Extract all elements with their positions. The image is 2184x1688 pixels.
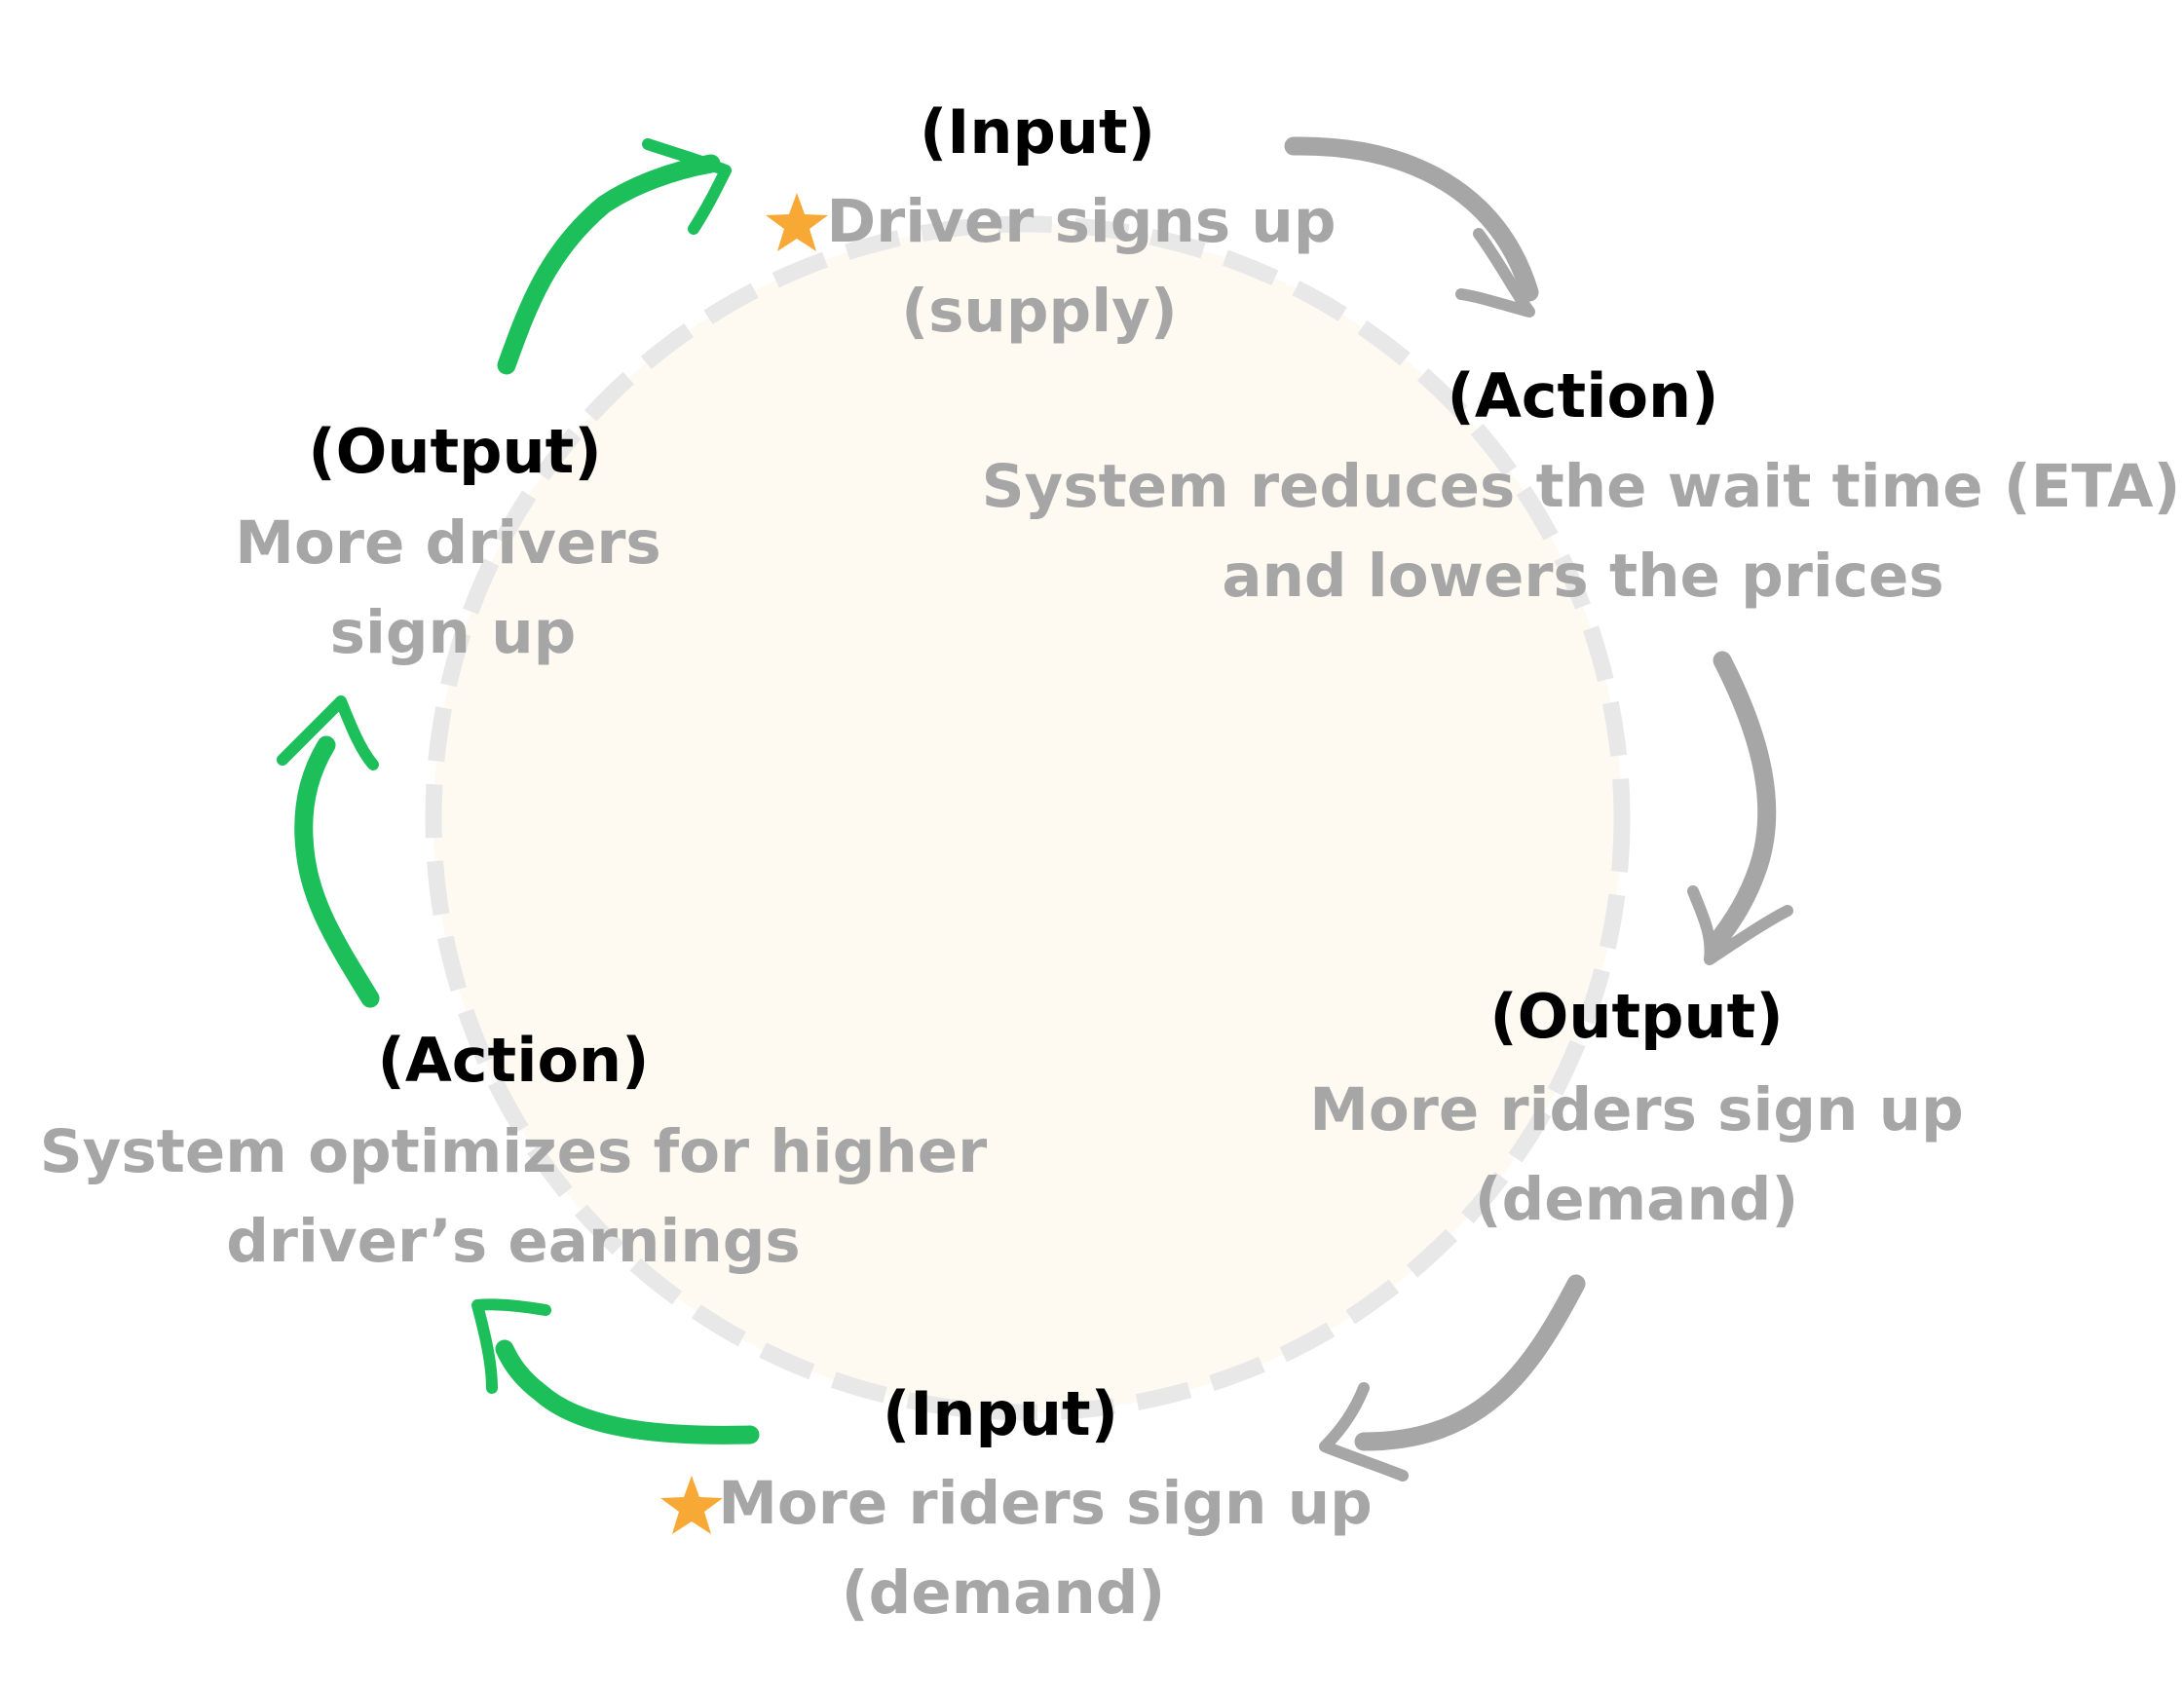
node-input-bottom: (Input) More riders sign up (demand) [660, 1378, 1373, 1628]
arrow-head [277, 695, 379, 770]
arrow-output-left-to-input-top [497, 138, 732, 375]
arrow-shaft [1705, 651, 1777, 955]
node-heading: (Output) [1489, 981, 1783, 1052]
arrow-shaft [497, 154, 721, 375]
node-text-line: System reduces the wait time (ETA) [982, 452, 2181, 521]
arrow-shaft [294, 735, 380, 1008]
node-action-left: (Action) System optimizes for higher dri… [40, 1025, 988, 1276]
star-icon [660, 1476, 723, 1534]
node-output-left: (Output) More drivers sign up [235, 416, 660, 667]
arrow-head [642, 138, 732, 235]
node-text-line: (demand) [1475, 1165, 1799, 1234]
node-text-line: More drivers [235, 508, 660, 578]
node-text-line: driver’s earnings [226, 1207, 801, 1276]
arrow-shaft [1284, 136, 1539, 302]
node-text-line: (demand) [842, 1558, 1166, 1628]
arrow-head [1687, 885, 1793, 965]
arrow-shaft [495, 1339, 760, 1444]
node-text-line: and lowers the prices [1222, 542, 1943, 611]
node-text-line: sign up [330, 598, 577, 667]
arrow-input-bottom-to-action-left [471, 1298, 760, 1444]
arrow-head [471, 1298, 551, 1394]
arrow-action-left-to-output-left [277, 695, 380, 1008]
node-heading: (Output) [308, 416, 601, 487]
node-heading: (Input) [920, 96, 1155, 168]
arrow-action-right-to-output-right [1687, 651, 1793, 965]
arrow-shaft [1354, 1274, 1586, 1451]
node-text-line: More riders sign up [718, 1469, 1373, 1538]
node-heading: (Input) [883, 1378, 1118, 1449]
node-text-line: (supply) [901, 277, 1178, 346]
node-output-right: (Output) More riders sign up (demand) [1309, 981, 1964, 1234]
node-heading: (Action) [1447, 360, 1718, 431]
arrow-input-to-action-right [1284, 136, 1539, 318]
loop-circle [425, 215, 1631, 1421]
node-text-line: More riders sign up [1309, 1075, 1964, 1144]
node-text-line: Driver signs up [826, 187, 1336, 256]
node-text-line: System optimizes for higher [40, 1117, 988, 1186]
arrow-output-right-to-input-bottom [1319, 1274, 1586, 1482]
node-action-right: (Action) System reduces the wait time (E… [982, 360, 2181, 611]
arrow-head [1319, 1382, 1409, 1482]
node-input-top: (Input) Driver signs up (supply) [766, 96, 1337, 346]
arrow-head [1455, 228, 1535, 318]
node-heading: (Action) [377, 1025, 649, 1096]
star-icon [766, 193, 828, 251]
